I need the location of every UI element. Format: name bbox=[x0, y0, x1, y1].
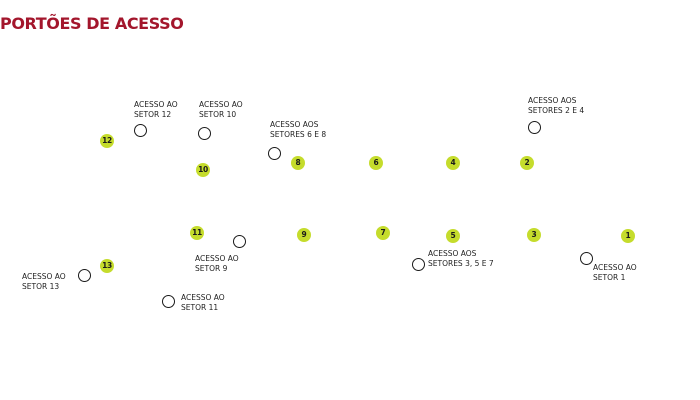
access-label-line2: SETOR 10 bbox=[199, 109, 237, 119]
gate-badge-11: 11 bbox=[190, 226, 204, 240]
access-label-setores-2-4: ACESSO AOS SETORES 2 E 4 bbox=[528, 96, 584, 115]
gate-badge-2: 2 bbox=[520, 156, 534, 170]
gate-badge-1: 1 bbox=[621, 229, 635, 243]
access-marker-setor-10 bbox=[197, 126, 211, 140]
access-label-line1: ACESSO AOS bbox=[428, 249, 477, 258]
access-label-line1: ACESSO AO bbox=[593, 263, 637, 272]
gate-badge-10: 10 bbox=[196, 163, 210, 177]
access-label-line2: SETORES 6 E 8 bbox=[270, 129, 327, 139]
gate-badge-4: 4 bbox=[446, 156, 460, 170]
gate-badge-12: 12 bbox=[100, 134, 114, 148]
access-marker-setor-11 bbox=[161, 294, 175, 308]
access-label-line2: SETOR 1 bbox=[593, 272, 626, 282]
access-label-setor-13: ACESSO AO SETOR 13 bbox=[22, 272, 66, 291]
access-label-line1: ACESSO AOS bbox=[528, 96, 577, 105]
access-label-setores-3-5-7: ACESSO AOS SETORES 3, 5 E 7 bbox=[428, 249, 494, 268]
access-label-line2: SETORES 2 E 4 bbox=[528, 105, 585, 115]
gate-badge-3: 3 bbox=[527, 228, 541, 242]
access-label-line1: ACESSO AO bbox=[195, 254, 239, 263]
access-label-setor-9: ACESSO AO SETOR 9 bbox=[195, 254, 239, 273]
access-marker-setor-12 bbox=[133, 123, 147, 137]
access-label-line1: ACESSO AOS bbox=[270, 120, 319, 129]
access-label-line1: ACESSO AO bbox=[134, 100, 178, 109]
access-label-line2: SETOR 9 bbox=[195, 263, 228, 273]
access-label-line2: SETOR 11 bbox=[181, 302, 219, 312]
gate-badge-8: 8 bbox=[291, 156, 305, 170]
access-marker-setores-3-5-7 bbox=[411, 257, 425, 271]
access-marker-setor-13 bbox=[77, 268, 91, 282]
access-label-line1: ACESSO AO bbox=[181, 293, 225, 302]
access-label-setores-6-8: ACESSO AOS SETORES 6 E 8 bbox=[270, 120, 326, 139]
access-label-setor-11: ACESSO AO SETOR 11 bbox=[181, 293, 225, 312]
gate-badge-9: 9 bbox=[297, 228, 311, 242]
gate-badge-6: 6 bbox=[369, 156, 383, 170]
access-label-line1: ACESSO AO bbox=[199, 100, 243, 109]
access-label-line2: SETOR 12 bbox=[134, 109, 172, 119]
access-label-line1: ACESSO AO bbox=[22, 272, 66, 281]
access-marker-setor-1 bbox=[579, 251, 593, 265]
gate-badge-7: 7 bbox=[376, 226, 390, 240]
access-label-line2: SETOR 13 bbox=[22, 281, 60, 291]
page-title: PORTÕES DE ACESSO bbox=[0, 14, 184, 33]
access-label-setor-12: ACESSO AO SETOR 12 bbox=[134, 100, 178, 119]
gate-badge-13: 13 bbox=[100, 259, 114, 273]
access-marker-setor-9 bbox=[232, 234, 246, 248]
access-label-setor-10: ACESSO AO SETOR 10 bbox=[199, 100, 243, 119]
access-marker-setores-2-4 bbox=[527, 120, 541, 134]
access-label-setor-1: ACESSO AO SETOR 1 bbox=[593, 263, 637, 282]
access-marker-setores-6-8 bbox=[267, 146, 281, 160]
access-label-line2: SETORES 3, 5 E 7 bbox=[428, 258, 494, 268]
gate-badge-5: 5 bbox=[446, 229, 460, 243]
